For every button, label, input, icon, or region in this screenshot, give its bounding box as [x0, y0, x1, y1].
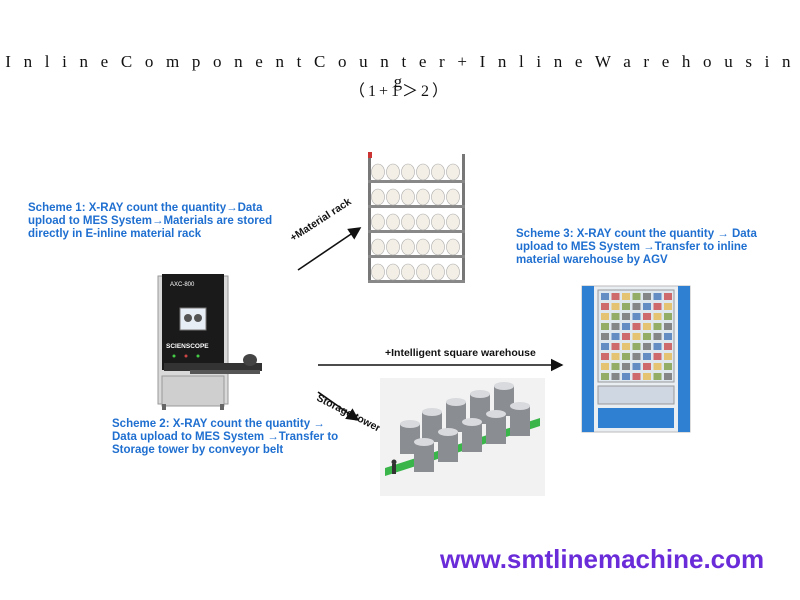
page-title: I n l i n e C o m p o n e n t C o u n t …: [5, 52, 795, 91]
arrow-to-storage-tower: [317, 391, 360, 421]
storage-tower-image: [380, 378, 545, 496]
machine-brand-text: SCIENSCOPE: [166, 343, 209, 350]
page-subtitle: （1+1＞2）: [348, 83, 452, 100]
scheme-3-text: Scheme 3: X-RAY count the quantity → Dat…: [516, 228, 757, 266]
website-url[interactable]: www.smtlinemachine.com: [440, 544, 765, 574]
machine-model-text: AXC-800: [170, 282, 195, 288]
material-rack-image: [368, 152, 465, 283]
arrow-to-material-rack: [297, 227, 362, 271]
scheme-1-text: Scheme 1: X-RAY count the quantity→Data …: [28, 202, 273, 240]
xray-counter-machine-image: AXC-800 SCIENSCOPE: [157, 274, 262, 410]
arrow-label-square-warehouse: +Intelligent square warehouse: [385, 347, 536, 359]
scheme-2-text: Scheme 2: X-RAY count the quantity → Dat…: [112, 418, 339, 456]
square-warehouse-image: [581, 285, 691, 433]
